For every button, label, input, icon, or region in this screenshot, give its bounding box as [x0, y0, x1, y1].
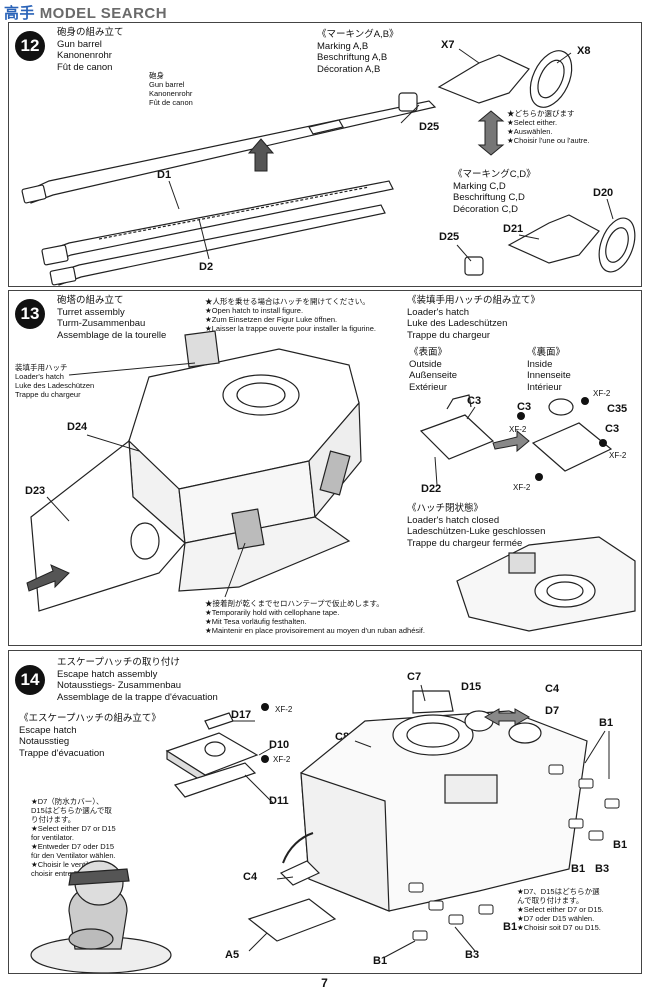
part-x8: X8	[577, 45, 591, 57]
part-d17: D17	[231, 709, 252, 721]
part-b3-b: B3	[465, 949, 480, 961]
part-d20: D20	[593, 187, 614, 199]
part-b1-d: B1	[373, 955, 388, 967]
part-d25-b: D25	[439, 231, 460, 243]
part-x7: X7	[441, 39, 455, 51]
part-b3-a: B3	[595, 863, 610, 875]
step14-drawing	[30, 684, 620, 973]
watermark-logo: 高手 MODEL SEARCH	[4, 4, 168, 22]
part-d21: D21	[503, 223, 524, 235]
step13-closed: 《ハッチ閉状態》Loader's hatch closed Ladeschütz…	[407, 503, 546, 549]
paint-xf2-label: XF-2	[509, 425, 527, 434]
part-d22: D22	[421, 483, 442, 495]
part-b1-b: B1	[613, 839, 628, 851]
step14-d7-note2: ★D7、D15はどちらか選んで取り付けます。 ★Select either D7…	[517, 887, 604, 932]
part-d11: D11	[269, 795, 289, 807]
part-c3-b: C3	[517, 401, 532, 413]
part-c3-c: C3	[605, 423, 620, 435]
paint-xf2-label: XF-2	[273, 755, 291, 764]
step13-loader-title: 《装填手用ハッチの組み立て》Loader's hatch Luke des La…	[407, 295, 541, 341]
step13-drawing	[26, 330, 636, 632]
part-d7: D7	[545, 705, 560, 717]
paint-xf2-label: XF-2	[593, 389, 611, 398]
part-b1-e: B1	[503, 921, 518, 933]
paint-xf2-label: XF-2	[513, 483, 531, 492]
part-a5: A5	[225, 949, 240, 961]
part-d15: D15	[461, 681, 482, 693]
step12-drawing	[21, 48, 636, 286]
step13-tape-note: ★接着剤が乾くまでセロハンテープで仮止めします。★Temporarily hol…	[205, 599, 425, 635]
paint-xf2-label: XF-2	[609, 451, 627, 460]
part-c4-b: C4	[243, 871, 258, 883]
part-d25-a: D25	[419, 121, 440, 133]
part-d23: D23	[25, 485, 46, 497]
part-d1: D1	[157, 169, 172, 181]
part-c35: C35	[607, 403, 628, 415]
step13-number: 13	[15, 299, 45, 329]
step12-number: 12	[15, 31, 45, 61]
part-d24: D24	[67, 421, 88, 433]
part-d10: D10	[269, 739, 290, 751]
part-c4-a: C4	[545, 683, 560, 695]
step13-figure-note: ★人形を乗せる場合はハッチを開けてください。★Open hatch to ins…	[205, 297, 376, 333]
paint-xf2-label: XF-2	[275, 705, 293, 714]
step12-select-either: ★どちらか選びます★Select either. ★Auswählen.★Cho…	[507, 109, 590, 145]
part-b1-a: B1	[599, 717, 614, 729]
step14-number: 14	[15, 665, 45, 695]
part-d2: D2	[199, 261, 214, 273]
part-b1-c: B1	[571, 863, 586, 875]
part-c7: C7	[407, 671, 422, 683]
page-number: 7	[321, 976, 328, 990]
